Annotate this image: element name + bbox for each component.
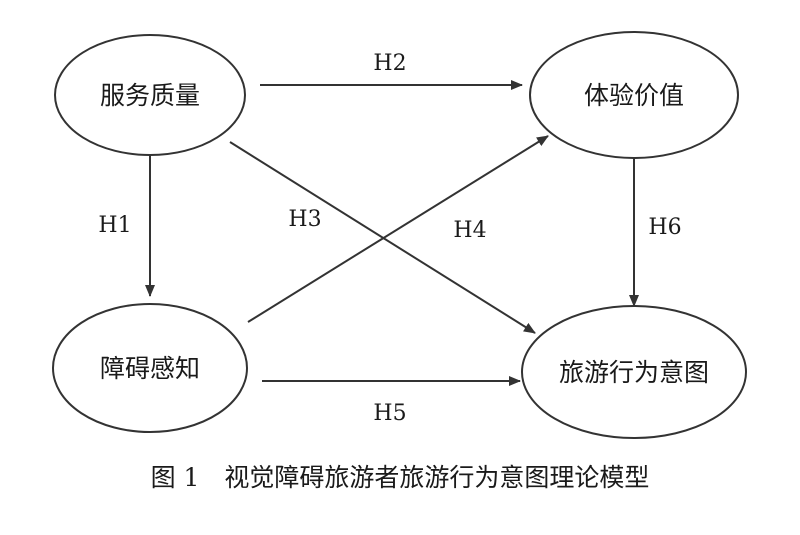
node-travel-intention: 旅游行为意图 bbox=[521, 305, 747, 439]
edge-h4-line bbox=[247, 135, 549, 323]
node-travel-intention-ellipse bbox=[521, 305, 747, 439]
figure-caption: 图 1 视觉障碍旅游者旅游行为意图理论模型 bbox=[151, 463, 650, 492]
edge-h1-label: H1 bbox=[98, 213, 131, 238]
node-experience-value-label: 体验价值 bbox=[584, 81, 684, 110]
node-service-quality: 服务质量 bbox=[54, 34, 246, 156]
node-experience-value-ellipse bbox=[529, 31, 739, 159]
node-barrier-perception: 障碍感知 bbox=[52, 303, 248, 433]
node-travel-intention-label: 旅游行为意图 bbox=[559, 358, 709, 387]
edge-h6-label: H6 bbox=[648, 215, 681, 240]
node-barrier-perception-label: 障碍感知 bbox=[100, 354, 200, 383]
edge-h4-label: H4 bbox=[453, 218, 486, 243]
node-service-quality-label: 服务质量 bbox=[100, 81, 200, 110]
edge-h2-label: H2 bbox=[373, 51, 406, 76]
node-experience-value: 体验价值 bbox=[529, 31, 739, 159]
node-barrier-perception-ellipse bbox=[52, 303, 248, 433]
node-service-quality-ellipse bbox=[54, 34, 246, 156]
edge-h5-label: H5 bbox=[373, 401, 406, 426]
edge-h3-label: H3 bbox=[288, 207, 321, 232]
